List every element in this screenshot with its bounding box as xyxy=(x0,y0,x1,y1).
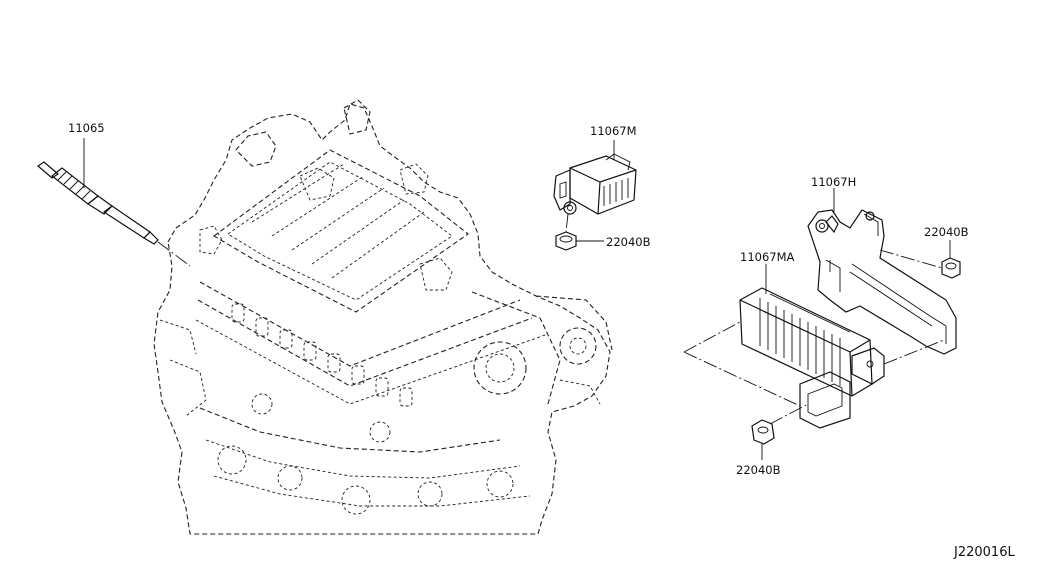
label-glow-relay: 11067M xyxy=(590,124,637,138)
label-relay-nut: 22040B xyxy=(606,235,651,249)
label-glow-plug: 11065 xyxy=(68,121,105,135)
controller-nut-22040B xyxy=(751,403,809,460)
label-bracket: 11067H xyxy=(811,175,856,189)
engine-outline xyxy=(153,99,613,535)
glow-plug-11065 xyxy=(37,138,191,267)
label-controller-nut: 22040B xyxy=(736,463,781,477)
bracket-11067H xyxy=(807,188,957,355)
glow-relay-11067M xyxy=(553,140,637,233)
controller-11067MA xyxy=(683,260,945,429)
drawing-reference: J220016L xyxy=(953,545,1015,560)
relay-nut-22040B xyxy=(555,231,604,251)
bracket-nut-22040B xyxy=(879,240,961,279)
label-bracket-nut: 22040B xyxy=(924,225,969,239)
label-controller: 11067MA xyxy=(740,250,795,264)
